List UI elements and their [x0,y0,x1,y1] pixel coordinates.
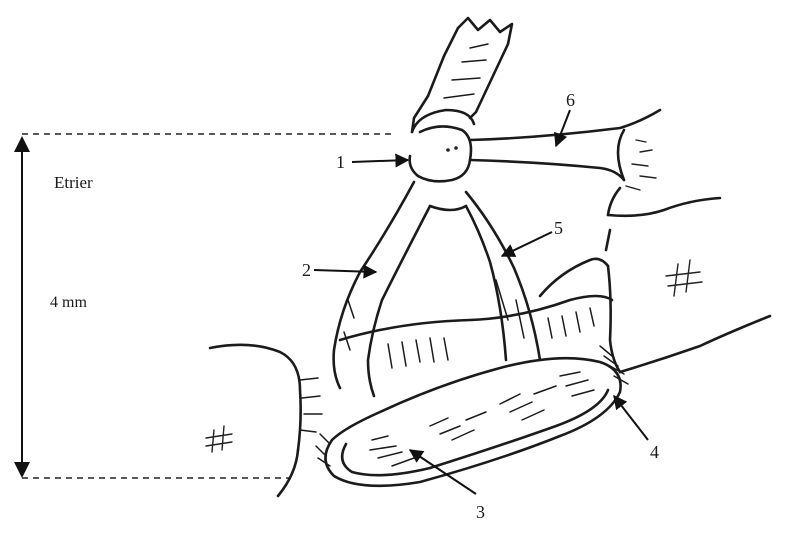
callout-label-4: 4 [650,442,659,462]
callout-label-1: 1 [336,152,345,172]
stapedius-tendon [470,110,660,215]
callout-label-6: 6 [566,90,575,110]
annular-ligament [316,346,628,466]
callout-label-3: 3 [476,502,485,522]
dimension-arrowhead-top [14,136,30,152]
callout-arrow-1 [352,160,408,162]
anterior-crus [334,182,466,396]
hatch-marks [206,260,702,452]
posterior-crus [466,192,540,360]
stapes-head [410,126,471,181]
callout-arrow-5 [502,232,552,256]
callout-arrow-4 [614,396,648,440]
vestibule-walls [210,198,770,496]
dimension-arrowhead-bottom [14,462,30,478]
incus-process [412,18,512,132]
callout-label-2: 2 [302,260,311,280]
callout-label-5: 5 [554,218,563,238]
dimension-label: 4 mm [50,294,87,311]
callout-arrow-2 [314,270,376,272]
etrier-label: Etrier [54,173,93,192]
callout-arrow-6 [556,110,570,146]
